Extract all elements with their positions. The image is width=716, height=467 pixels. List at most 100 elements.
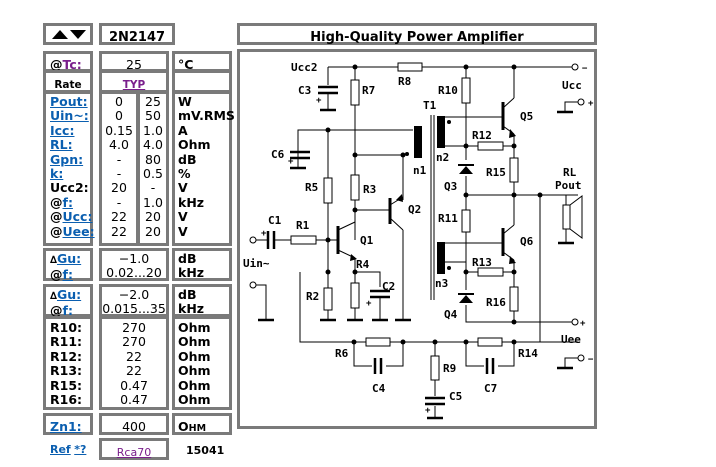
grounds [258,108,574,420]
resistor-r1 [290,235,317,245]
label-r15: R15 [486,166,506,179]
delta-icon: ∆ [50,291,57,302]
param-unit: dB [178,151,197,167]
resistor-r6 [365,337,391,347]
arrows [350,129,516,264]
param-label-row: RL: [50,138,90,152]
label-r1: R1 [296,219,310,232]
param-label[interactable]: Pout: [50,94,88,109]
rate-link[interactable]: TYP [122,79,146,91]
label-r2: R2 [306,290,319,303]
resistor-value: 0.47 [120,377,148,393]
at-prefix: @ [50,303,63,319]
tc-link[interactable]: Tc: [62,57,82,72]
transistor-bases [336,102,505,256]
freq-unit: kHz [178,301,205,317]
freq-link[interactable]: f: [62,303,73,319]
resistor-label-cell: R10:R11:R12:R13:R15:R16: [43,316,93,410]
label-n1: n1 [413,164,427,177]
ref-value-link[interactable]: Rca70 [116,446,152,459]
label-r10: R10 [438,84,458,97]
resistor-r14 [477,337,503,347]
param-unit: V [178,180,188,196]
param-unit: mV.RMS [178,108,235,124]
label-uee: Uee [561,333,581,346]
label-c1: C1 [268,214,282,227]
param-label-row: @Uee: [50,224,95,239]
param-label[interactable]: Uin~: [50,108,89,124]
label-c4: C4 [372,382,386,395]
junctions [325,64,543,345]
param-label-row: Icc: [50,122,90,138]
label-r4: R4 [356,258,370,271]
resistor-label: R11: [50,334,83,350]
param-min: 4.0 [109,137,129,153]
tc-prefix: @ [50,57,63,72]
param-label-row: Gpn: [50,151,90,167]
nav-arrows-button[interactable] [43,23,93,45]
resistor-unit: Ohm [178,377,211,393]
footer-code: 15041 [186,444,225,457]
gain-link[interactable]: Gu: [56,287,82,302]
polarity-plus: + [580,319,586,329]
label-ucc: Ucc [562,79,582,92]
help-link[interactable]: *? [74,443,87,456]
resistor-label: R15: [50,377,83,393]
resistor-r8 [397,62,423,72]
param-label[interactable]: Icc: [50,122,75,138]
param-min: - [116,194,122,210]
label-r3: R3 [363,183,376,196]
param-label-row: Pout: [50,94,90,109]
part-number-text: 2N2147 [108,30,166,45]
at-prefix: @ [50,209,63,225]
page-title: High-Quality Power Amplifier [237,23,597,45]
zn1-value-cell: 400 [99,413,169,435]
gain-link[interactable]: Gu: [56,251,82,266]
schematic-diagram: Ucc2R8R7C3R10T1UccQ5R12n2C6n1Q3R15RLPout… [243,61,594,420]
resistor-unit: Ohm [178,334,211,350]
zn1-link[interactable]: Zn1: [50,419,82,434]
param-label[interactable]: k: [50,166,64,182]
freq-label-row: @f: [50,304,90,318]
label-r5: R5 [305,181,318,194]
resistor-label: R12: [50,348,83,364]
label-q6: Q6 [520,235,534,248]
transformer-windings [405,116,451,274]
label-q3: Q3 [444,180,457,193]
response-label-cell: ∆Gu:@f: [43,248,93,282]
resistor-value: 270 [122,320,146,335]
rate-value-cell: TYP [99,70,169,93]
label-q2: Q2 [408,203,421,216]
label-c6: C6 [271,148,285,161]
gain-unit: dB [178,287,197,302]
freq-value: 0.015...35 [102,301,166,317]
label-pout: Pout [555,179,582,192]
param-max: 80 [145,151,161,167]
param-min: 0.15 [105,122,133,138]
winding-n1 [414,126,422,158]
winding-n3 [437,242,445,274]
polarity-plus: + [366,299,372,309]
param-label[interactable]: RL: [50,137,73,153]
param-label[interactable]: f: [62,194,73,210]
freq-link[interactable]: f: [62,267,73,283]
resistor-r9 [430,355,440,381]
param-label[interactable]: Gpn: [50,151,84,167]
param-label[interactable]: Ucc: [62,209,93,225]
param-unit: kHz [178,194,205,210]
freq-label-row: @f: [50,268,90,282]
param-unit: Ohm [178,137,211,153]
zn1-unit-o: O [178,419,189,434]
param-label[interactable]: Uee: [62,223,95,239]
resistor-label: R13: [50,363,83,379]
param-unit: A [178,122,188,138]
param-unit: V [178,209,188,225]
param-unit: % [178,166,191,182]
zn1-unit-hm: HM [188,423,207,434]
ref-link[interactable]: Ref [50,443,71,456]
title-text: High-Quality Power Amplifier [310,30,524,45]
at-prefix: @ [50,194,63,210]
winding-n2 [437,116,445,148]
